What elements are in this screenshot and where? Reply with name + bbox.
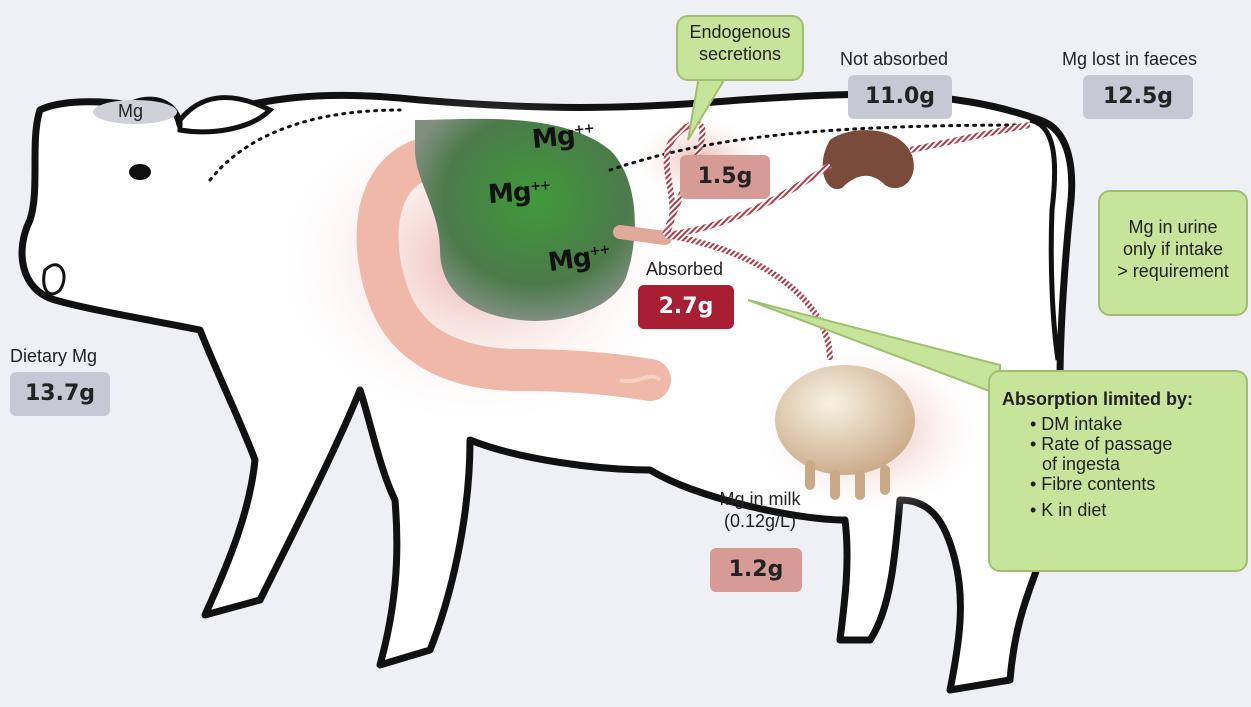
absorbed-label: Absorbed bbox=[646, 258, 723, 280]
urine-line-2: only if intake bbox=[1100, 238, 1246, 260]
udder bbox=[775, 365, 915, 475]
urine-line-1: Mg in urine bbox=[1100, 216, 1246, 238]
absorption-limits-box: Absorption limited by: • DM intake • Rat… bbox=[988, 370, 1248, 572]
endogenous-callout: Endogenous secretions bbox=[676, 15, 804, 81]
limit-item: • Fibre contents bbox=[1030, 474, 1246, 494]
endogenous-value: 1.5g bbox=[680, 155, 770, 199]
not-absorbed-value: 11.0g bbox=[848, 75, 952, 119]
limit-item: of ingesta bbox=[1030, 454, 1246, 474]
limit-item: • K in diet bbox=[1030, 500, 1246, 520]
milk-line-2: (0.12g/L) bbox=[710, 510, 810, 532]
milk-line-1: Mg in milk bbox=[710, 488, 810, 510]
not-absorbed-label: Not absorbed bbox=[840, 48, 948, 70]
endogenous-line-1: Endogenous bbox=[678, 21, 802, 43]
dietary-mg-label: Dietary Mg bbox=[10, 345, 97, 367]
duodenum bbox=[620, 232, 665, 238]
milk-value: 1.2g bbox=[710, 548, 802, 592]
faeces-label: Mg lost in faeces bbox=[1062, 48, 1197, 70]
head-mg-label: Mg bbox=[118, 100, 143, 122]
absorption-limits-list: • DM intake • Rate of passage of ingesta… bbox=[1030, 414, 1246, 520]
absorbed-value: 2.7g bbox=[638, 285, 734, 329]
dietary-mg-value: 13.7g bbox=[10, 372, 110, 416]
urine-line-3: > requirement bbox=[1100, 260, 1246, 282]
milk-label: Mg in milk (0.12g/L) bbox=[710, 488, 810, 532]
endogenous-line-2: secretions bbox=[678, 43, 802, 65]
rumen-mg-ion-2: Mg++ bbox=[487, 176, 551, 210]
limit-item: • Rate of passage bbox=[1030, 434, 1246, 454]
urine-callout: Mg in urine only if intake > requirement bbox=[1098, 190, 1248, 316]
eye bbox=[129, 164, 151, 180]
absorption-limits-title: Absorption limited by: bbox=[1002, 388, 1246, 410]
limit-item: • DM intake bbox=[1030, 414, 1246, 434]
faeces-value: 12.5g bbox=[1083, 75, 1193, 119]
